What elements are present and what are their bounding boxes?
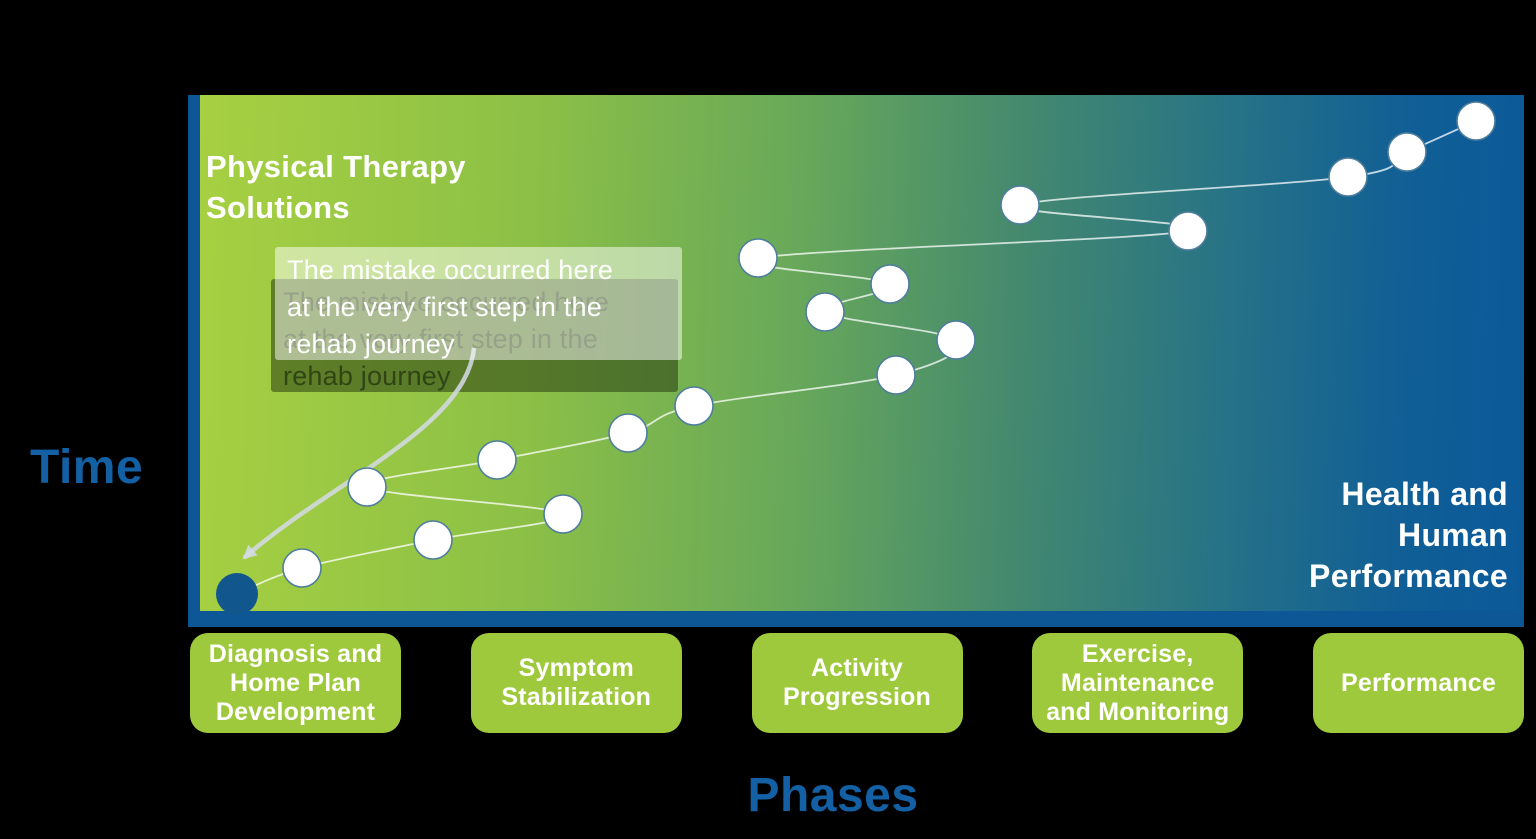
phase-box: Exercise, Maintenance and Monitoring xyxy=(1032,633,1244,733)
phase-label: Diagnosis and Home Plan Development xyxy=(208,639,383,726)
phase-label: Symptom Stabilization xyxy=(501,654,652,711)
phase-row: Diagnosis and Home Plan Development Sympt… xyxy=(190,633,1524,733)
phase-box: Activity Progression xyxy=(751,633,963,733)
phase-box: Diagnosis and Home Plan Development xyxy=(190,633,401,733)
page-title: Physical Therapy Solutions xyxy=(206,149,466,225)
phase-box: Performance xyxy=(1313,633,1524,733)
y-axis-label: Time xyxy=(30,441,144,494)
phase-label: Exercise, Maintenance and Monitoring xyxy=(1046,639,1230,726)
tooltip-text: The mistake occurred here at the very fi… xyxy=(287,255,614,359)
outcome-title: Health and Human Performance xyxy=(1309,476,1508,594)
phase-box: Symptom Stabilization xyxy=(470,633,682,733)
tooltip: The mistake occurred here at the very fi… xyxy=(275,247,682,360)
phase-label: Performance xyxy=(1340,668,1497,697)
x-axis-label: Phases xyxy=(747,769,919,822)
phase-label: Activity Progression xyxy=(782,654,932,711)
